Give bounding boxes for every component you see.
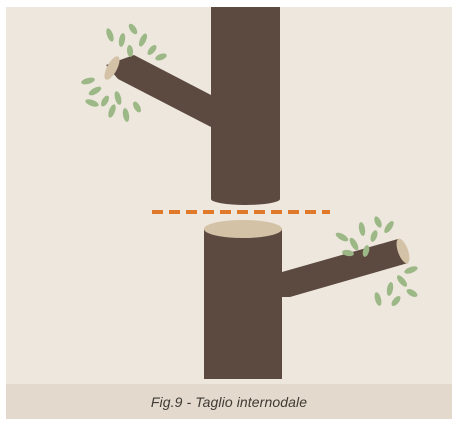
lower-trunk-icon (204, 220, 410, 379)
pruning-illustration (81, 7, 418, 379)
upper-trunk-icon (104, 7, 280, 205)
figure-panel: Fig.9 - Taglio internodale (6, 7, 452, 419)
figure-caption: Fig.9 - Taglio internodale (150, 393, 308, 410)
upper-leaves-icon (81, 23, 167, 122)
lower-leaves-icon (335, 216, 418, 306)
caption-bar: Fig.9 - Taglio internodale (6, 384, 452, 419)
